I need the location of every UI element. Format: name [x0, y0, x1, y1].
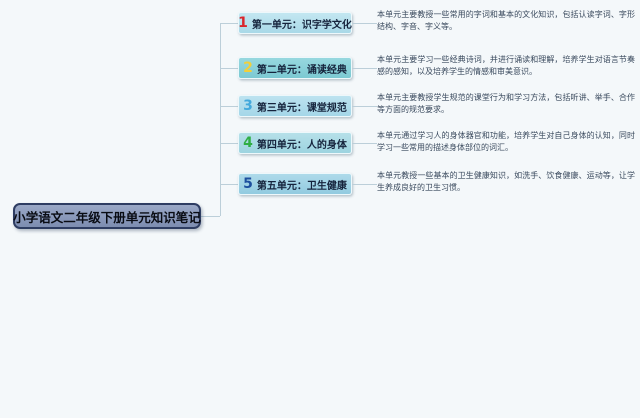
- branch-node-unit4[interactable]: 4 第四单元：人的身体: [238, 132, 352, 154]
- branch-number: 3: [243, 98, 253, 114]
- branch-label: 第一单元：识字学文化: [251, 19, 352, 31]
- connector-line: [352, 23, 377, 24]
- connector-line: [352, 143, 377, 144]
- branch-description[interactable]: 本单元主要学习一些经典诗词，并进行诵读和理解，培养学生对语言节奏感的感知，以及培…: [377, 55, 635, 76]
- branch-description[interactable]: 本单元主要教授一些常用的字词和基本的文化知识，包括认读字词、字形结构、字音、字义…: [377, 10, 635, 31]
- root-node[interactable]: 小学语文二年级下册单元知识笔记: [13, 203, 201, 229]
- connector-line: [221, 68, 238, 69]
- branch-label: 第五单元：卫生健康: [256, 180, 347, 192]
- branch-node-unit3[interactable]: 3 第三单元：课堂规范: [238, 95, 352, 117]
- branch-number: 2: [243, 60, 253, 76]
- branch-description[interactable]: 本单元通过学习人的身体器官和功能，培养学生对自己身体的认知，同时学习一些常用的描…: [377, 131, 635, 152]
- branch-node-unit1[interactable]: 1 第一单元：识字学文化: [238, 12, 352, 34]
- connector-line: [221, 184, 238, 185]
- branch-label: 第三单元：课堂规范: [256, 102, 347, 114]
- root-node-label: 小学语文二年级下册单元知识笔记: [13, 209, 201, 225]
- connector-line: [352, 184, 377, 185]
- connector-line: [201, 216, 220, 217]
- branch-label: 第四单元：人的身体: [256, 139, 347, 151]
- branch-number: 1: [238, 15, 248, 31]
- connector-line: [221, 106, 238, 107]
- branch-label: 第二单元：诵读经典: [256, 64, 347, 76]
- branch-number: 5: [243, 176, 253, 192]
- connector-line: [352, 68, 377, 69]
- branch-node-unit2[interactable]: 2 第二单元：诵读经典: [238, 57, 352, 79]
- connector-line: [221, 143, 238, 144]
- branch-description[interactable]: 本单元教授一些基本的卫生健康知识，如洗手、饮食健康、运动等，让学生养成良好的卫生…: [377, 171, 635, 192]
- branch-node-unit5[interactable]: 5 第五单元：卫生健康: [238, 173, 352, 195]
- connector-spine: [220, 23, 221, 216]
- branch-number: 4: [243, 135, 253, 151]
- connector-line: [352, 106, 377, 107]
- connector-line: [221, 23, 238, 24]
- branch-description[interactable]: 本单元主要教授学生规范的课堂行为和学习方法，包括听讲、举手、合作等方面的规范要求…: [377, 93, 635, 114]
